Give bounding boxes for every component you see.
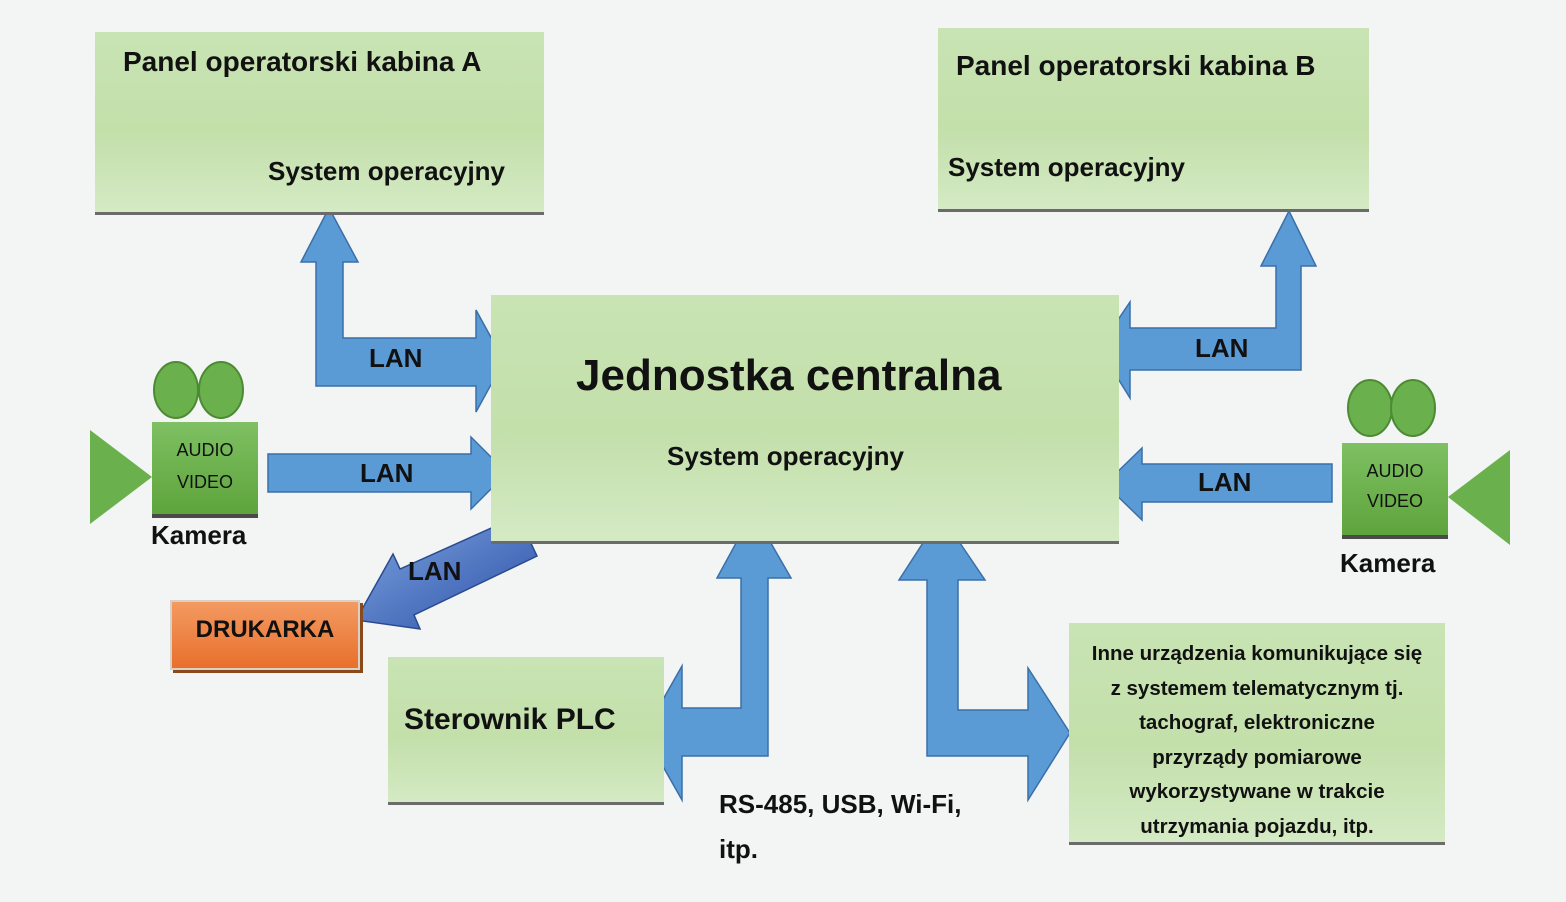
arrow-printer-lan — [354, 515, 538, 630]
camera-left: AUDIO VIDEO — [152, 422, 258, 518]
camera-right-reel-icon — [1390, 379, 1436, 437]
panel-a-title: Panel operatorski kabina A — [123, 46, 482, 77]
camera-right-audio-label: AUDIO — [1366, 461, 1424, 481]
arrow-panel-a-lan — [299, 206, 505, 413]
camera-left-reel-icon — [153, 361, 199, 419]
panel-a-subtitle: System operacyjny — [268, 156, 506, 186]
central-unit-title: Jednostka centralna — [576, 351, 1002, 400]
panel-a-box: Panel operatorski kabina A System operac… — [95, 32, 544, 215]
arrow-camera-right-lan — [1103, 446, 1333, 522]
arrow-panel-b-lan — [1098, 209, 1318, 401]
camera-left-lens-icon — [90, 430, 152, 524]
other-devices-text: Inne urządzenia komunikujące się z syste… — [1091, 642, 1423, 838]
ports-label: RS-485, USB, Wi-Fi, itp. — [719, 789, 962, 864]
camera-right-video-label: VIDEO — [1366, 491, 1423, 511]
plc-title: Sterownik PLC — [404, 703, 616, 736]
lan-label-panel-a: LAN — [369, 343, 423, 373]
arrow-camera-left-lan — [267, 435, 509, 511]
printer-box: DRUKARKA — [170, 600, 360, 670]
printer-label: DRUKARKA — [195, 616, 335, 643]
central-unit-box: Jednostka centralna System operacyjny — [491, 295, 1119, 544]
camera-right: AUDIO VIDEO — [1342, 443, 1448, 539]
camera-left-video-label: VIDEO — [176, 472, 233, 492]
other-devices-box: Inne urządzenia komunikujące się z syste… — [1069, 623, 1445, 845]
camera-left-caption: Kamera — [151, 520, 247, 550]
camera-right-caption: Kamera — [1340, 548, 1436, 578]
lan-label-camera-left: LAN — [360, 458, 414, 488]
camera-left-audio-label: AUDIO — [176, 440, 234, 460]
plc-box: Sterownik PLC — [388, 657, 664, 805]
lan-label-camera-right: LAN — [1198, 467, 1252, 497]
panel-b-box: Panel operatorski kabina B System operac… — [938, 28, 1369, 212]
lan-label-panel-b: LAN — [1195, 333, 1249, 363]
central-unit-subtitle: System operacyjny — [667, 441, 905, 471]
arrow-other-devices — [897, 513, 1071, 803]
arrow-plc — [643, 510, 793, 803]
camera-right-lens-icon — [1448, 450, 1510, 545]
panel-b-subtitle: System operacyjny — [948, 152, 1186, 182]
camera-right-reel-icon — [1347, 379, 1393, 437]
lan-label-printer: LAN — [408, 556, 462, 586]
camera-left-reel-icon — [198, 361, 244, 419]
panel-b-title: Panel operatorski kabina B — [956, 50, 1316, 81]
